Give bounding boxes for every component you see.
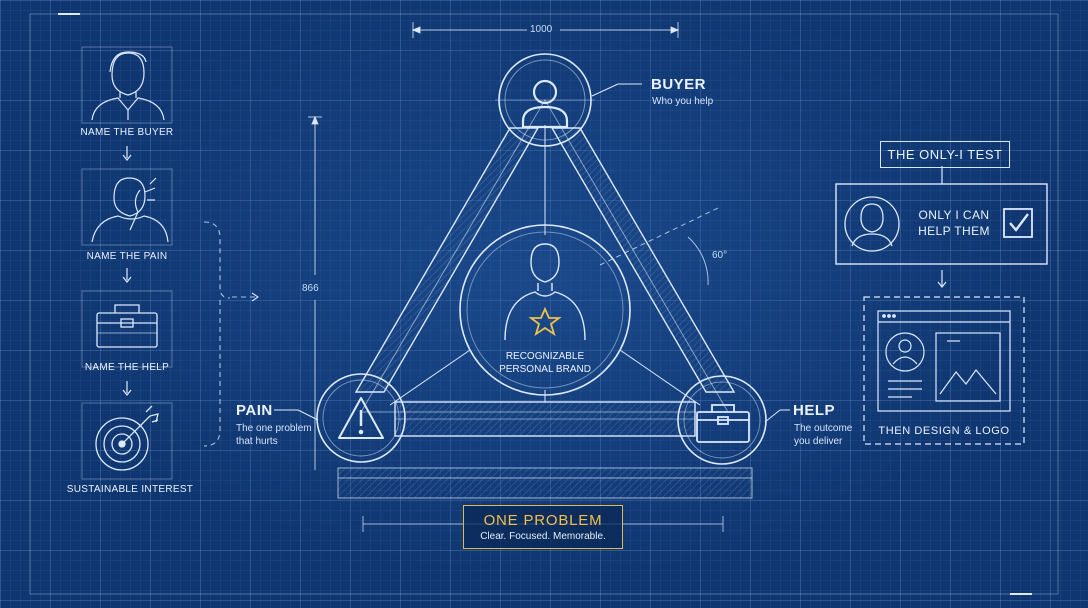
- pain-node: [274, 373, 406, 463]
- center-label: RECOGNIZABLE PERSONAL BRAND: [499, 351, 591, 375]
- buyer-subtitle: Who you help: [652, 96, 714, 107]
- center-hub: [459, 224, 631, 396]
- height-dimension: [308, 115, 322, 470]
- pain-subtitle: The one problem that hurts: [236, 423, 312, 447]
- steps-bracket: [203, 221, 256, 447]
- toolbox-icon: [696, 404, 750, 443]
- width-dimension: [411, 22, 680, 38]
- stressed-man-icon: [91, 177, 169, 243]
- pain-title: PAIN: [236, 402, 273, 419]
- checkbox-icon: [1003, 208, 1033, 238]
- step-label-help: NAME THE HELP: [84, 362, 170, 373]
- warning-icon: [338, 397, 384, 439]
- design-logo-label: THEN DESIGN & LOGO: [878, 425, 1010, 437]
- help-subtitle: The outcome you deliver: [794, 423, 853, 447]
- only-i-test-title: THE ONLY-I TEST: [880, 141, 1010, 168]
- buyer-node: [495, 53, 642, 147]
- only-i-statement: ONLY I CAN HELP THEM: [918, 208, 990, 238]
- step-arrows: [122, 146, 132, 396]
- step-label-interest: SUSTAINABLE INTEREST: [66, 484, 194, 495]
- one-problem-subtitle: Clear. Focused. Memorable.: [480, 531, 606, 542]
- buyer-title: BUYER: [651, 76, 707, 93]
- frame: [29, 13, 1059, 595]
- one-problem-title: ONE PROBLEM: [483, 512, 603, 529]
- angle-marker: [599, 207, 719, 286]
- step-label-pain: NAME THE PAIN: [86, 251, 168, 262]
- help-title: HELP: [793, 402, 836, 419]
- website-mockup-icon: [877, 310, 1011, 412]
- person-star-icon: [504, 243, 586, 341]
- step-panels: [81, 46, 173, 480]
- user-icon: [521, 79, 569, 129]
- toolbox-icon: [96, 304, 158, 348]
- user-circle-icon: [844, 196, 900, 252]
- only-i-test-box: [835, 166, 1048, 445]
- height-dimension-label: 866: [302, 283, 319, 294]
- one-problem-box: ONE PROBLEM Clear. Focused. Memorable.: [463, 505, 623, 549]
- angle-label: 60°: [712, 250, 728, 261]
- step-label-buyer: NAME THE BUYER: [80, 127, 174, 138]
- man-icon: [91, 51, 165, 121]
- triangle-frame: [354, 99, 736, 437]
- target-icon: [95, 405, 159, 471]
- help-node: [677, 375, 790, 465]
- width-dimension-label: 1000: [530, 24, 553, 35]
